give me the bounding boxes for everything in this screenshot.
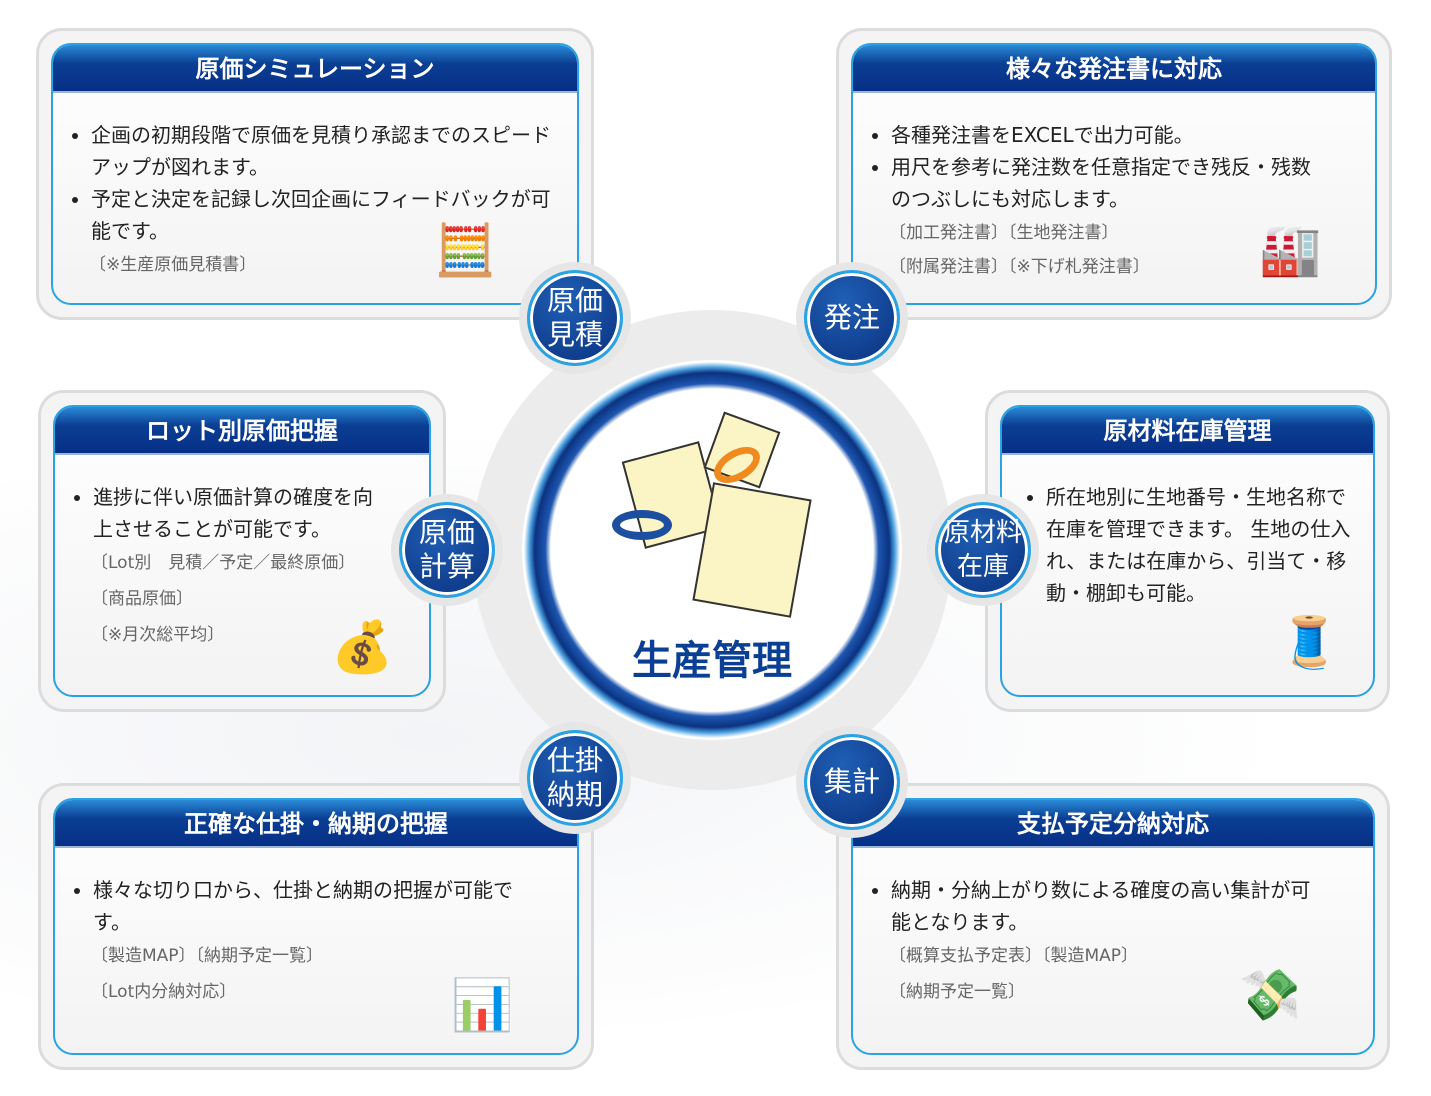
badge-cost-calc[interactable]: 原価 計算	[391, 494, 503, 606]
card-cost-simulation: 原価シミュレーション 企画の初期段階で原価を見積り承認までのスピードアップが図れ…	[36, 28, 594, 320]
badge-cost-estimate[interactable]: 原価 見積	[519, 262, 631, 374]
bullet: 予定と決定を記録し次回企画にフィードバックが可能です。	[91, 183, 561, 247]
badge-material-stock[interactable]: 原材料 在庫	[927, 494, 1039, 606]
note: 〔※月次総平均〕	[91, 625, 225, 645]
card-title: 正確な仕掛・納期の把握	[55, 800, 577, 848]
note: 〔附属発注書〕〔※下げ札発注書〕	[889, 257, 1150, 277]
center-hub: 生産管理	[472, 310, 952, 790]
bullet: 用尺を参考に発注数を任意指定でき残反・残数のつぶしにも対応します。	[891, 151, 1325, 215]
card-title: 支払予定分納対応	[853, 800, 1373, 848]
card-title: 様々な発注書に対応	[853, 45, 1375, 93]
card-payment-schedule: 支払予定分納対応 納期・分納上がり数による確度の高い集計が可能となります。 〔概…	[836, 783, 1390, 1070]
note: 〔※生産原価見積書〕	[89, 255, 257, 275]
scissors-fabric-icon	[612, 410, 812, 618]
card-title: 原価シミュレーション	[53, 45, 577, 93]
note: 〔商品原価〕	[91, 589, 193, 609]
badge-order[interactable]: 発注	[796, 262, 908, 374]
schedule-scissors-icon: 📊	[451, 976, 514, 1034]
note: 〔Lot内分納対応〕	[91, 982, 237, 1002]
card-title: ロット別原価把握	[55, 407, 429, 455]
note: 〔概算支払予定表〕〔製造MAP〕	[889, 946, 1139, 966]
factory-icon: 🏭	[1259, 221, 1322, 279]
bullet: 進捗に伴い原価計算の確度を向上させることが可能です。	[93, 481, 389, 545]
card-material-inventory: 原材料在庫管理 所在地別に生地番号・生地名称で在庫を管理できます。 生地の仕入れ…	[985, 390, 1390, 712]
bullet: 様々な切り口から、仕掛と納期の把握が可能です。	[93, 874, 527, 938]
note: 〔加工発注書〕〔生地発注書〕	[889, 223, 1119, 243]
flying-money-icon: 💸	[1239, 966, 1302, 1024]
money-bag-icon: 💰	[331, 618, 394, 676]
card-wip-delivery: 正確な仕掛・納期の把握 様々な切り口から、仕掛と納期の把握が可能です。 〔製造M…	[38, 783, 594, 1070]
card-title: 原材料在庫管理	[1002, 407, 1373, 455]
card-purchase-orders: 様々な発注書に対応 各種発注書をEXCELで出力可能。用尺を参考に発注数を任意指…	[836, 28, 1392, 320]
badge-aggregate[interactable]: 集計	[796, 726, 908, 838]
center-title: 生産管理	[632, 638, 792, 684]
note: 〔納期予定一覧〕	[889, 982, 1025, 1002]
bullet: 所在地別に生地番号・生地名称で在庫を管理できます。 生地の仕入れ、または在庫から…	[1046, 481, 1359, 609]
badge-wip-delivery[interactable]: 仕掛 納期	[519, 722, 631, 834]
bullet: 企画の初期段階で原価を見積り承認までのスピードアップが図れます。	[91, 119, 561, 183]
note: 〔Lot別 見積／予定／最終原価〕	[91, 553, 356, 573]
calculator-icon: 🧮	[434, 221, 497, 279]
fabric-rolls-icon: 🧵	[1278, 613, 1341, 671]
card-lot-cost: ロット別原価把握 進捗に伴い原価計算の確度を向上させることが可能です。 〔Lot…	[38, 390, 446, 712]
bullet: 納期・分納上がり数による確度の高い集計が可能となります。	[891, 874, 1323, 938]
bullet: 各種発注書をEXCELで出力可能。	[891, 119, 1325, 151]
note: 〔製造MAP〕〔納期予定一覧〕	[91, 946, 324, 966]
